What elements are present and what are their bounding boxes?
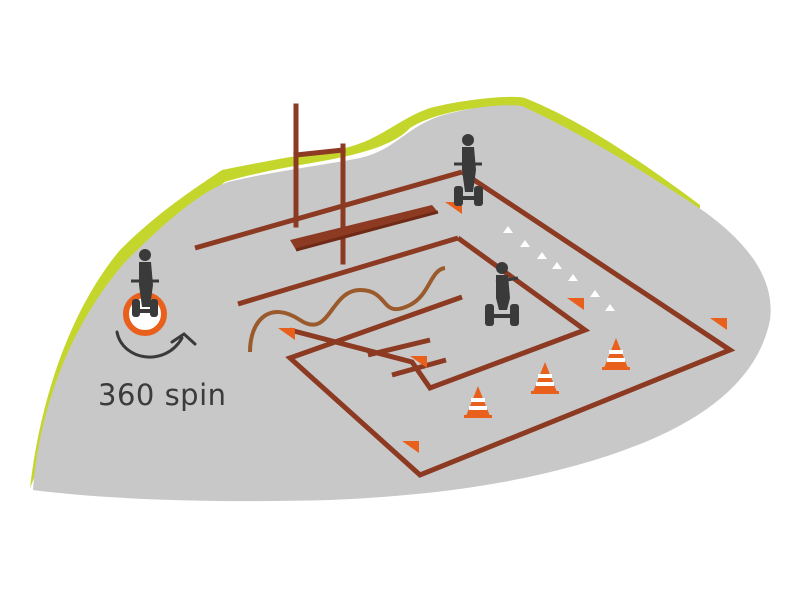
grass-edge: [30, 96, 700, 488]
segway-rider: [485, 262, 519, 326]
balance-beam-edge: [295, 210, 439, 252]
rotate-arrow-icon: [115, 330, 197, 359]
traffic-cones: [464, 338, 630, 418]
segway-rider: [131, 249, 159, 317]
balance-beam: [290, 205, 438, 250]
spin-label: 360 spin: [98, 378, 227, 412]
track-lines: [194, 169, 736, 478]
small-cones: [503, 226, 615, 311]
segway-rider: [454, 134, 483, 206]
ground: [33, 105, 771, 502]
rope-slalom: [248, 266, 446, 353]
